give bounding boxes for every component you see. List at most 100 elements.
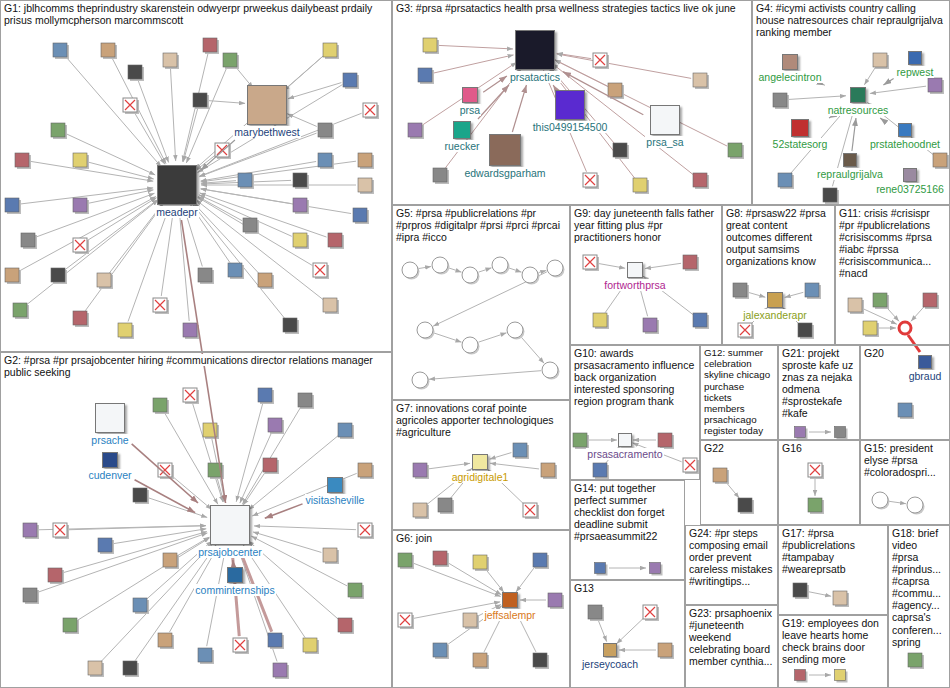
vertex-icon <box>123 98 139 114</box>
vertex-icon <box>898 403 914 419</box>
icon-circle <box>872 492 888 508</box>
vertex-icon <box>21 233 37 249</box>
vertex-icon <box>358 523 374 539</box>
connector <box>852 118 856 151</box>
vertex-icon <box>541 463 557 479</box>
avatar-image <box>823 188 837 202</box>
account-vertex: jeffsalempr <box>483 592 536 621</box>
group-box: G11: crisis #crisispr #pr #publicrelatio… <box>835 205 950 345</box>
vertex-icon <box>613 143 629 159</box>
account-vertex: repraulgrijalva <box>816 153 884 180</box>
group-heading: G14: put together perfect summer checkli… <box>574 482 664 542</box>
avatar-image <box>328 233 342 247</box>
vertex-label: this0499154500 <box>532 121 609 133</box>
tie-line <box>599 264 625 269</box>
account-vertex: repwest <box>896 51 935 78</box>
group-heading: G1: jblhcomms theprindustry skarenstein … <box>4 2 372 26</box>
vertex-icon <box>183 323 199 339</box>
vertex-icon <box>223 53 239 69</box>
avatar-image <box>918 355 932 369</box>
broken-image-cross <box>810 465 820 475</box>
vertex-icon <box>473 653 489 669</box>
tie-line <box>552 64 693 175</box>
avatar-image <box>158 633 172 647</box>
vertex-label: angelecintron <box>757 71 822 83</box>
vertex-icon <box>418 68 434 84</box>
avatar-image <box>805 283 819 297</box>
avatar-image <box>63 618 77 632</box>
vertex-icon <box>928 78 944 94</box>
group-box: G17: #prsa #publicrelations #tampabay #w… <box>778 525 888 615</box>
group-heading: G12: summer celebration skyline chicago … <box>704 347 770 436</box>
tie-line <box>195 56 323 169</box>
avatar-image <box>767 292 783 308</box>
tie-line <box>479 268 492 272</box>
vertex-label: gbraud <box>908 370 943 382</box>
group-heading: G22 <box>704 442 724 454</box>
tie-line <box>870 86 926 93</box>
account-vertex: this0499154500 <box>532 90 609 133</box>
avatar-image <box>5 198 19 212</box>
avatar-image <box>15 153 29 167</box>
icon-circle <box>462 337 478 353</box>
group-heading-block: G5: #prsa #publicrelations #pr #prpros #… <box>393 206 569 244</box>
avatar-image <box>413 503 427 517</box>
tie-line <box>171 69 176 161</box>
avatar-image <box>157 165 197 205</box>
avatar-image <box>23 588 37 602</box>
avatar-image <box>898 403 912 417</box>
tie-line <box>236 404 262 502</box>
avatar-image <box>502 592 518 608</box>
tie-line <box>609 568 646 569</box>
group-heading-block: G2: #prsa #pr prsajobcenter hiring #comm… <box>1 353 391 379</box>
vertex-icon <box>398 553 414 569</box>
broken-image <box>313 263 327 277</box>
avatar-image <box>227 567 243 583</box>
broken-image <box>183 388 197 402</box>
tie-line <box>809 592 831 596</box>
account-vertex: jerseycoach <box>581 643 639 670</box>
avatar-image <box>133 598 147 612</box>
vertex-icon <box>433 643 449 659</box>
tie-line <box>490 463 539 469</box>
tie-line <box>288 83 341 99</box>
vertex-icon <box>268 633 284 649</box>
group-heading-block: G3: #prsa #prsatactics health prsa welln… <box>393 1 751 15</box>
tie-line <box>20 196 156 270</box>
avatar-image <box>298 393 312 407</box>
account-vertex: ruecker <box>443 121 480 152</box>
vertex-icon <box>835 670 848 683</box>
vertex-icon <box>273 663 289 679</box>
avatar-image <box>51 268 65 282</box>
connector <box>478 85 509 119</box>
avatar-image <box>338 423 352 437</box>
vertex-icon <box>873 293 889 309</box>
tie-line <box>645 263 681 268</box>
group-heading-block: G16 <box>779 441 859 455</box>
vertex-icon <box>363 103 379 119</box>
vertex-label: fortworthprsa <box>603 279 666 291</box>
avatar-image <box>627 262 643 278</box>
tie-line <box>27 200 158 304</box>
connector <box>135 480 196 513</box>
avatar-image <box>903 168 917 182</box>
vertex-icon <box>298 393 314 409</box>
vertex-icon <box>462 267 480 285</box>
group-heading: G2: #prsa #pr prsajobcenter hiring #comm… <box>4 354 373 378</box>
icon-circle <box>402 262 418 278</box>
vertex-label: edwardsgparham <box>463 167 546 179</box>
group-box: G12: summer celebration skyline chicago … <box>700 345 778 440</box>
avatar-image <box>533 553 547 567</box>
vertex-label: prsatactics <box>509 71 561 83</box>
tie-line <box>196 200 323 300</box>
vertex-icon <box>338 423 354 439</box>
group-heading: G19: employees don leave hearts home che… <box>782 617 879 665</box>
vertex-icon <box>293 173 309 189</box>
group-heading: G4: #icymi activists country calling hou… <box>756 2 943 38</box>
group-box: G14: put together perfect summer checkli… <box>570 480 685 580</box>
avatar-image <box>303 638 317 652</box>
group-heading-block: G14: put together perfect summer checkli… <box>571 481 684 543</box>
account-vertex: meadepr <box>155 165 198 218</box>
avatar-image <box>258 273 272 287</box>
vertex-icon <box>348 583 364 599</box>
